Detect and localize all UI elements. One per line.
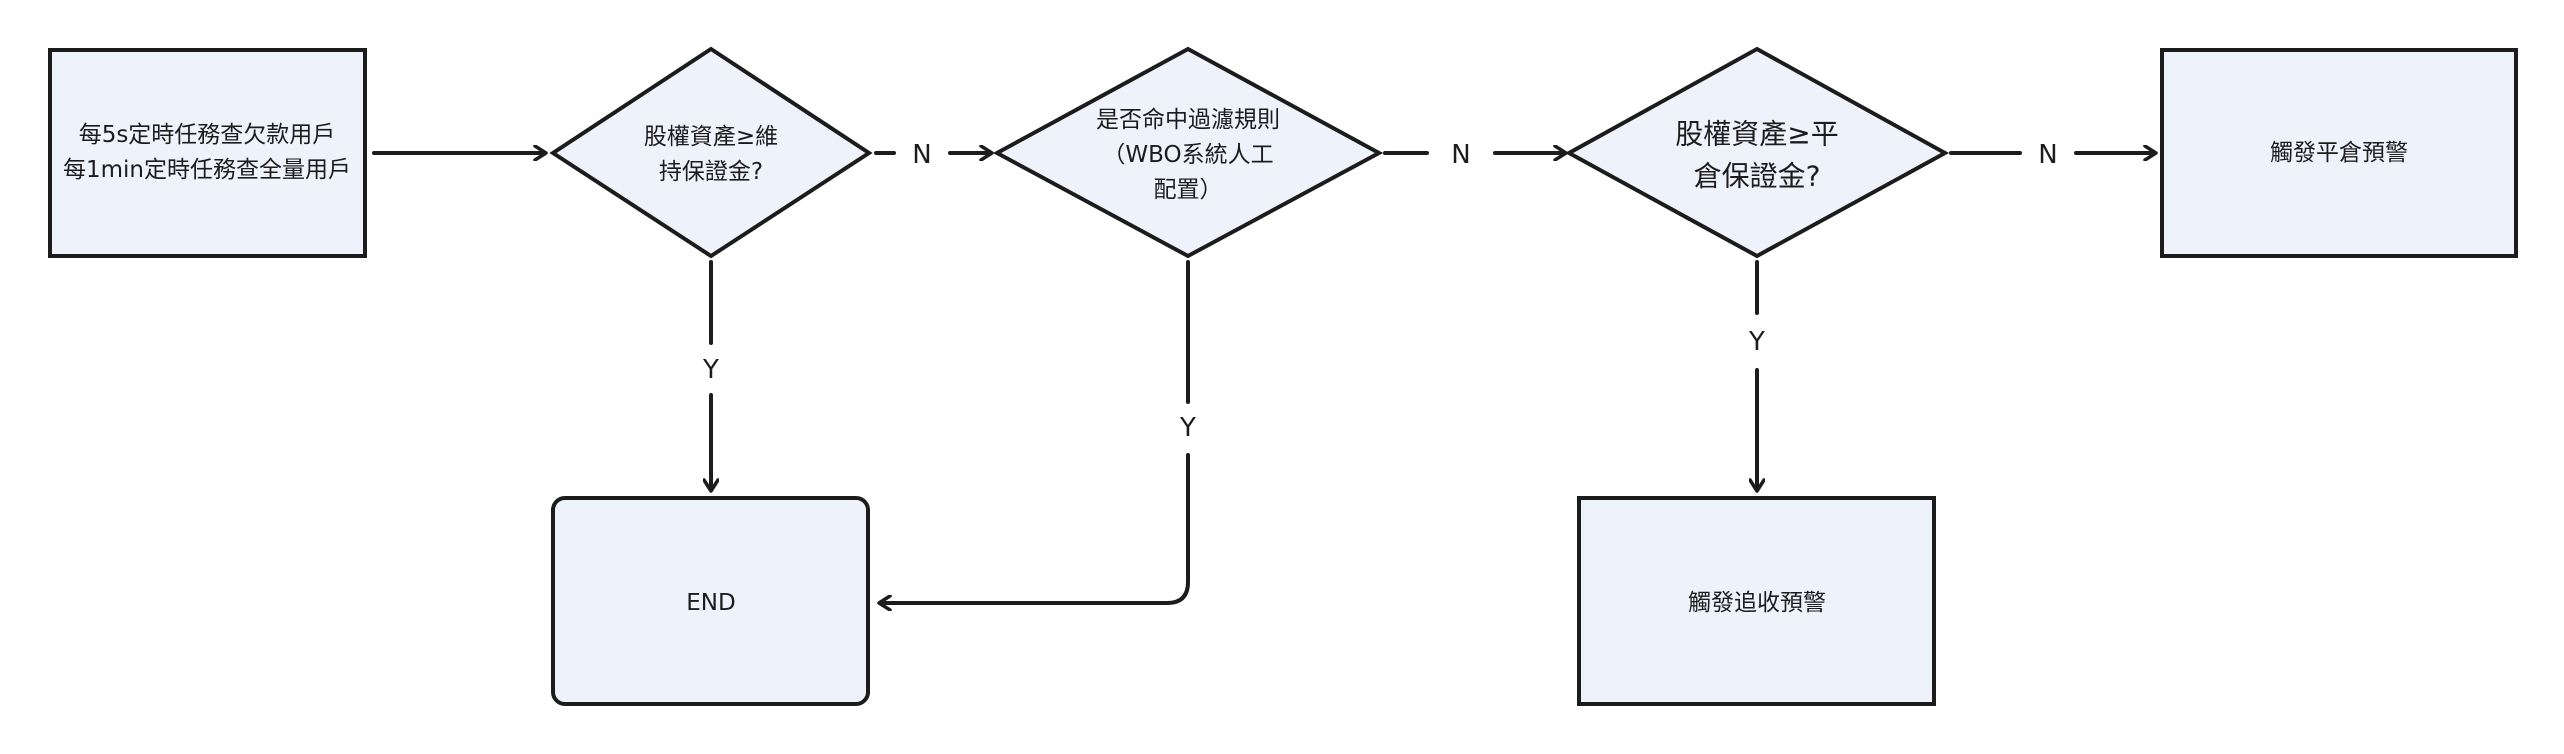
- filter-decision-line-2: （WBO系統人工: [1102, 142, 1273, 168]
- edge-label-maintenance-no: N: [912, 140, 931, 170]
- filter-rule-decision: 是否命中過濾規則 （WBO系統人工 配置）: [992, 46, 1384, 259]
- maintenance-decision-line-1: 股權資產≥維: [644, 124, 778, 150]
- edge-filter-yes-segment-2: [880, 453, 1190, 603]
- end-node-label: END: [686, 590, 735, 616]
- edge-label-liquidation-no: N: [2038, 140, 2057, 170]
- liquidation-margin-decision: 股權資產≥平 倉保證金?: [1564, 46, 1950, 259]
- margin-call-warning-node: 觸發追收預警: [1577, 496, 1936, 706]
- edge-label-maintenance-yes: Y: [702, 355, 719, 385]
- maintenance-margin-decision: 股權資產≥維 持保證金?: [549, 46, 873, 259]
- liquidation-warning-node: 觸發平倉預警: [2160, 48, 2518, 258]
- start-node-line-1: 每5s定時任務查欠款用戶: [79, 122, 336, 148]
- margin-call-warning-label: 觸發追收預警: [1688, 590, 1826, 616]
- edge-label-liquidation-yes: Y: [1748, 327, 1765, 357]
- end-node: END: [551, 496, 870, 706]
- liquidation-decision-line-1: 股權資產≥平: [1675, 118, 1838, 151]
- start-node: 每5s定時任務查欠款用戶 每1min定時任務查全量用戶: [48, 48, 367, 258]
- edge-label-filter-no: N: [1451, 140, 1470, 170]
- maintenance-decision-line-2: 持保證金?: [659, 159, 763, 185]
- liquidation-warning-label: 觸發平倉預警: [2270, 140, 2408, 166]
- liquidation-decision-line-2: 倉保證金?: [1694, 160, 1821, 193]
- filter-decision-line-3: 配置）: [1154, 177, 1223, 203]
- filter-decision-line-1: 是否命中過濾規則: [1096, 107, 1280, 133]
- start-node-line-2: 每1min定時任務查全量用戶: [63, 157, 351, 183]
- edge-label-filter-yes: Y: [1179, 413, 1196, 443]
